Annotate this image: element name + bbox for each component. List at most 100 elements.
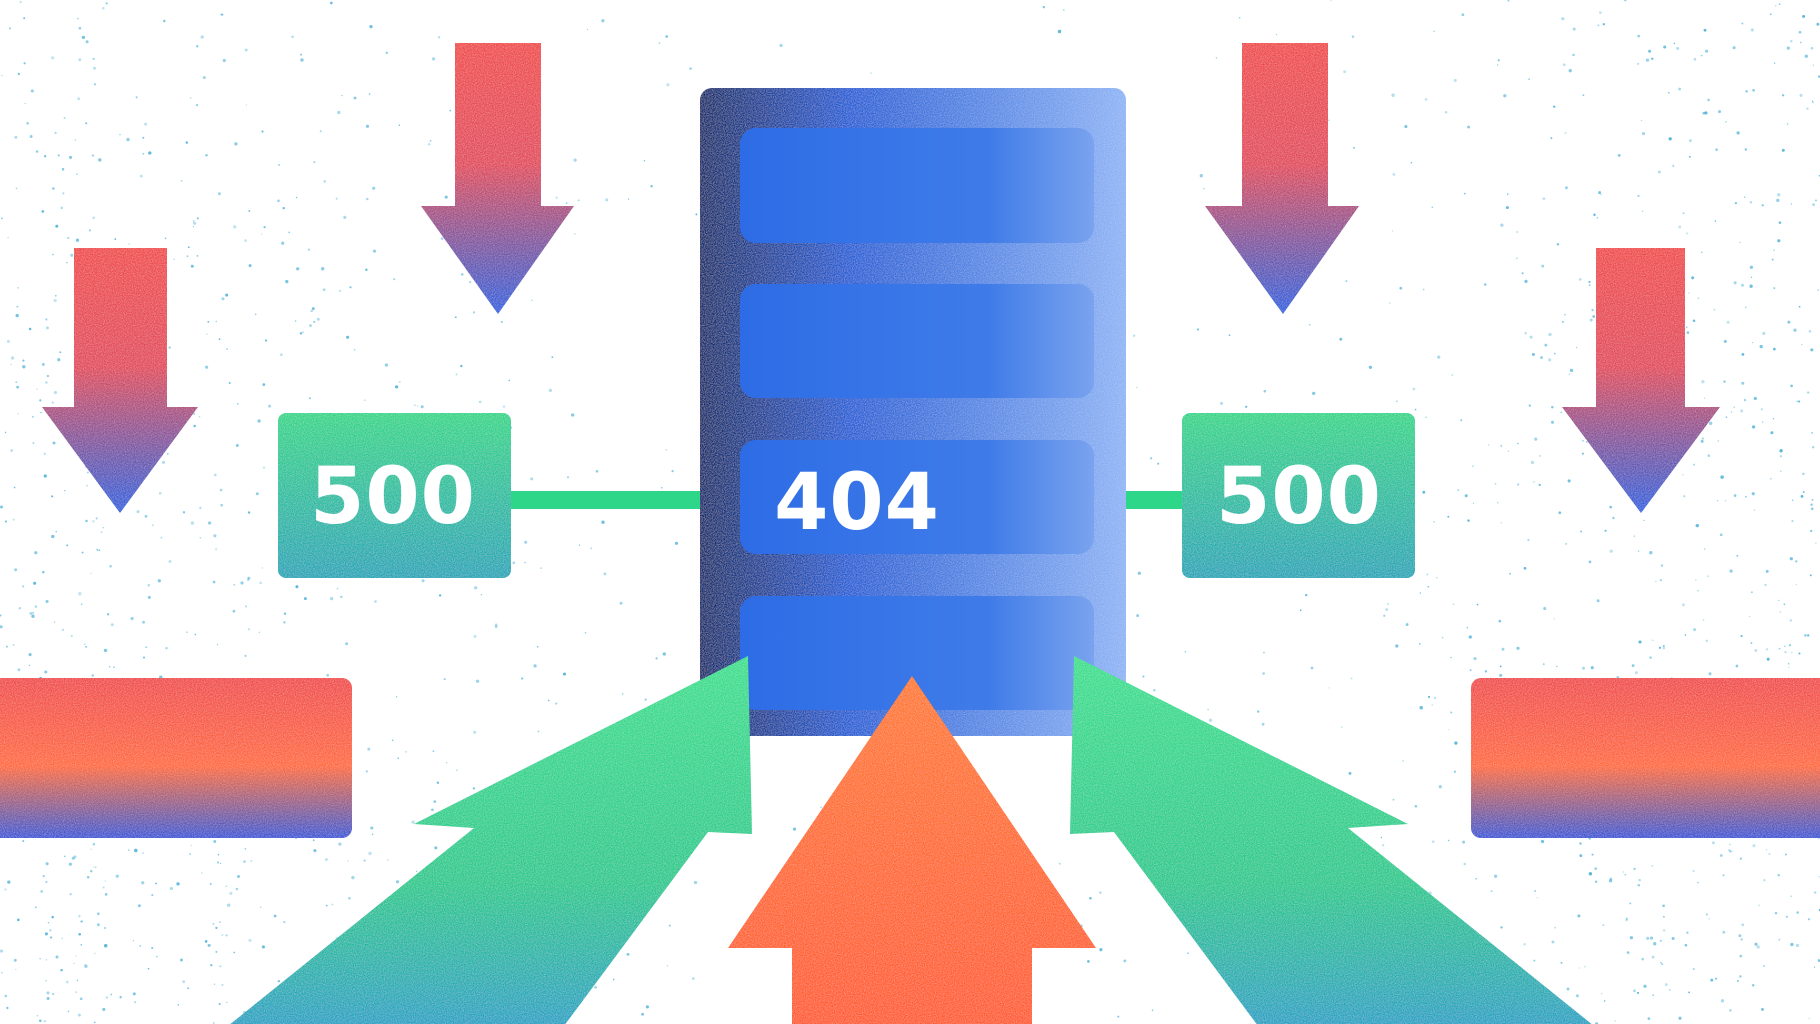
speckle-dot <box>1709 421 1713 425</box>
speckle-dot <box>1633 989 1636 993</box>
speckle-dot <box>1533 481 1535 483</box>
speckle-dot <box>662 652 666 656</box>
right-red-bar <box>1471 678 1820 838</box>
speckle-dot <box>1811 100 1814 103</box>
speckle-dot <box>201 872 203 874</box>
speckle-dot <box>45 326 49 330</box>
speckle-dot <box>64 855 66 858</box>
speckle-dot <box>1531 352 1535 356</box>
speckle-dot <box>205 333 208 336</box>
speckle-dot <box>1584 966 1586 968</box>
speckle-dot <box>1692 870 1695 872</box>
speckle-dot <box>1718 110 1721 114</box>
speckle-dot <box>1800 41 1802 44</box>
speckle-dot <box>85 519 88 523</box>
speckle-dot <box>1457 489 1460 491</box>
speckle-dot <box>1770 431 1774 435</box>
speckle-dot <box>1556 243 1560 246</box>
speckle-dot <box>779 43 783 48</box>
speckle-dot <box>1686 331 1690 334</box>
speckle-dot <box>329 1 333 5</box>
speckle-dot <box>103 926 107 930</box>
speckle-dot <box>6 1006 9 1010</box>
speckle-dot <box>1551 420 1554 424</box>
speckle-dot <box>180 179 183 182</box>
speckle-dot <box>431 808 434 812</box>
speckle-dot <box>322 288 326 292</box>
speckle-dot <box>319 130 322 133</box>
speckle-dot <box>1778 221 1782 224</box>
speckle-dot <box>1811 445 1815 449</box>
speckle-dot <box>219 488 223 492</box>
speckle-dot <box>1688 991 1690 994</box>
speckle-dot <box>119 996 122 999</box>
speckle-dot <box>1057 29 1062 34</box>
speckle-dot <box>658 42 661 44</box>
speckle-dot <box>1609 505 1612 509</box>
speckle-dot <box>427 143 431 146</box>
speckle-dot <box>132 940 134 942</box>
speckle-dot <box>364 399 366 401</box>
speckle-dot <box>234 142 238 146</box>
speckle-dot <box>46 991 50 995</box>
speckle-dot <box>1734 202 1737 205</box>
speckle-dot <box>1807 918 1810 921</box>
speckle-dot <box>1637 550 1640 552</box>
speckle-dot <box>1769 477 1772 480</box>
speckle-dot <box>1708 672 1712 676</box>
speckle-dot <box>1777 193 1781 197</box>
speckle-dot <box>78 933 81 936</box>
speckle-dot <box>1447 515 1450 518</box>
speckle-dot <box>57 154 60 157</box>
speckle-dot <box>135 96 138 99</box>
down-arrow-far-right <box>1562 248 1720 513</box>
speckle-dot <box>1516 483 1520 486</box>
speckle-dot <box>1548 358 1552 362</box>
speckle-dot <box>1682 212 1685 215</box>
speckle-dot <box>1651 57 1654 60</box>
speckle-dot <box>1464 494 1468 498</box>
speckle-dot <box>46 374 50 378</box>
speckle-dot <box>1487 444 1490 446</box>
speckle-dot <box>626 952 630 956</box>
speckle-dot <box>1702 619 1705 621</box>
speckle-dot <box>16 305 19 308</box>
speckle-dot <box>250 860 253 862</box>
speckle-dot <box>1692 319 1696 322</box>
speckle-dot <box>44 670 48 674</box>
speckle-dot <box>1741 353 1745 356</box>
speckle-dot <box>1551 406 1554 409</box>
speckle-dot <box>218 1002 221 1006</box>
speckle-dot <box>1414 805 1418 808</box>
speckle-dot <box>1730 411 1733 413</box>
speckle-dot <box>67 236 70 240</box>
speckle-dot <box>1219 401 1224 405</box>
speckle-dot <box>67 1010 70 1013</box>
speckle-dot <box>1785 915 1788 918</box>
speckle-dot <box>1678 225 1682 229</box>
speckle-dot <box>1472 502 1475 504</box>
speckle-dot <box>221 13 224 16</box>
speckle-dot <box>1208 718 1213 722</box>
speckle-dot <box>186 631 188 633</box>
speckle-dot <box>566 476 570 479</box>
speckle-dot <box>1790 942 1794 947</box>
speckle-dot <box>1779 449 1783 453</box>
speckle-dot <box>1414 408 1417 411</box>
speckle-dot <box>190 521 195 525</box>
speckle-dot <box>1748 615 1751 618</box>
speckle-dot <box>1638 878 1641 882</box>
speckle-dot <box>24 102 26 105</box>
speckle-dot <box>1602 23 1605 26</box>
speckle-dot <box>45 862 49 866</box>
speckle-dot <box>1728 849 1731 852</box>
speckle-dot <box>17 668 21 672</box>
speckle-dot <box>212 580 216 584</box>
speckle-dot <box>0 949 4 953</box>
speckle-dot <box>219 921 221 923</box>
speckle-dot <box>1719 533 1723 537</box>
speckle-dot <box>1761 204 1764 207</box>
speckle-dot <box>1228 334 1231 337</box>
speckle-dot <box>619 601 623 605</box>
speckle-dot <box>1733 494 1737 497</box>
